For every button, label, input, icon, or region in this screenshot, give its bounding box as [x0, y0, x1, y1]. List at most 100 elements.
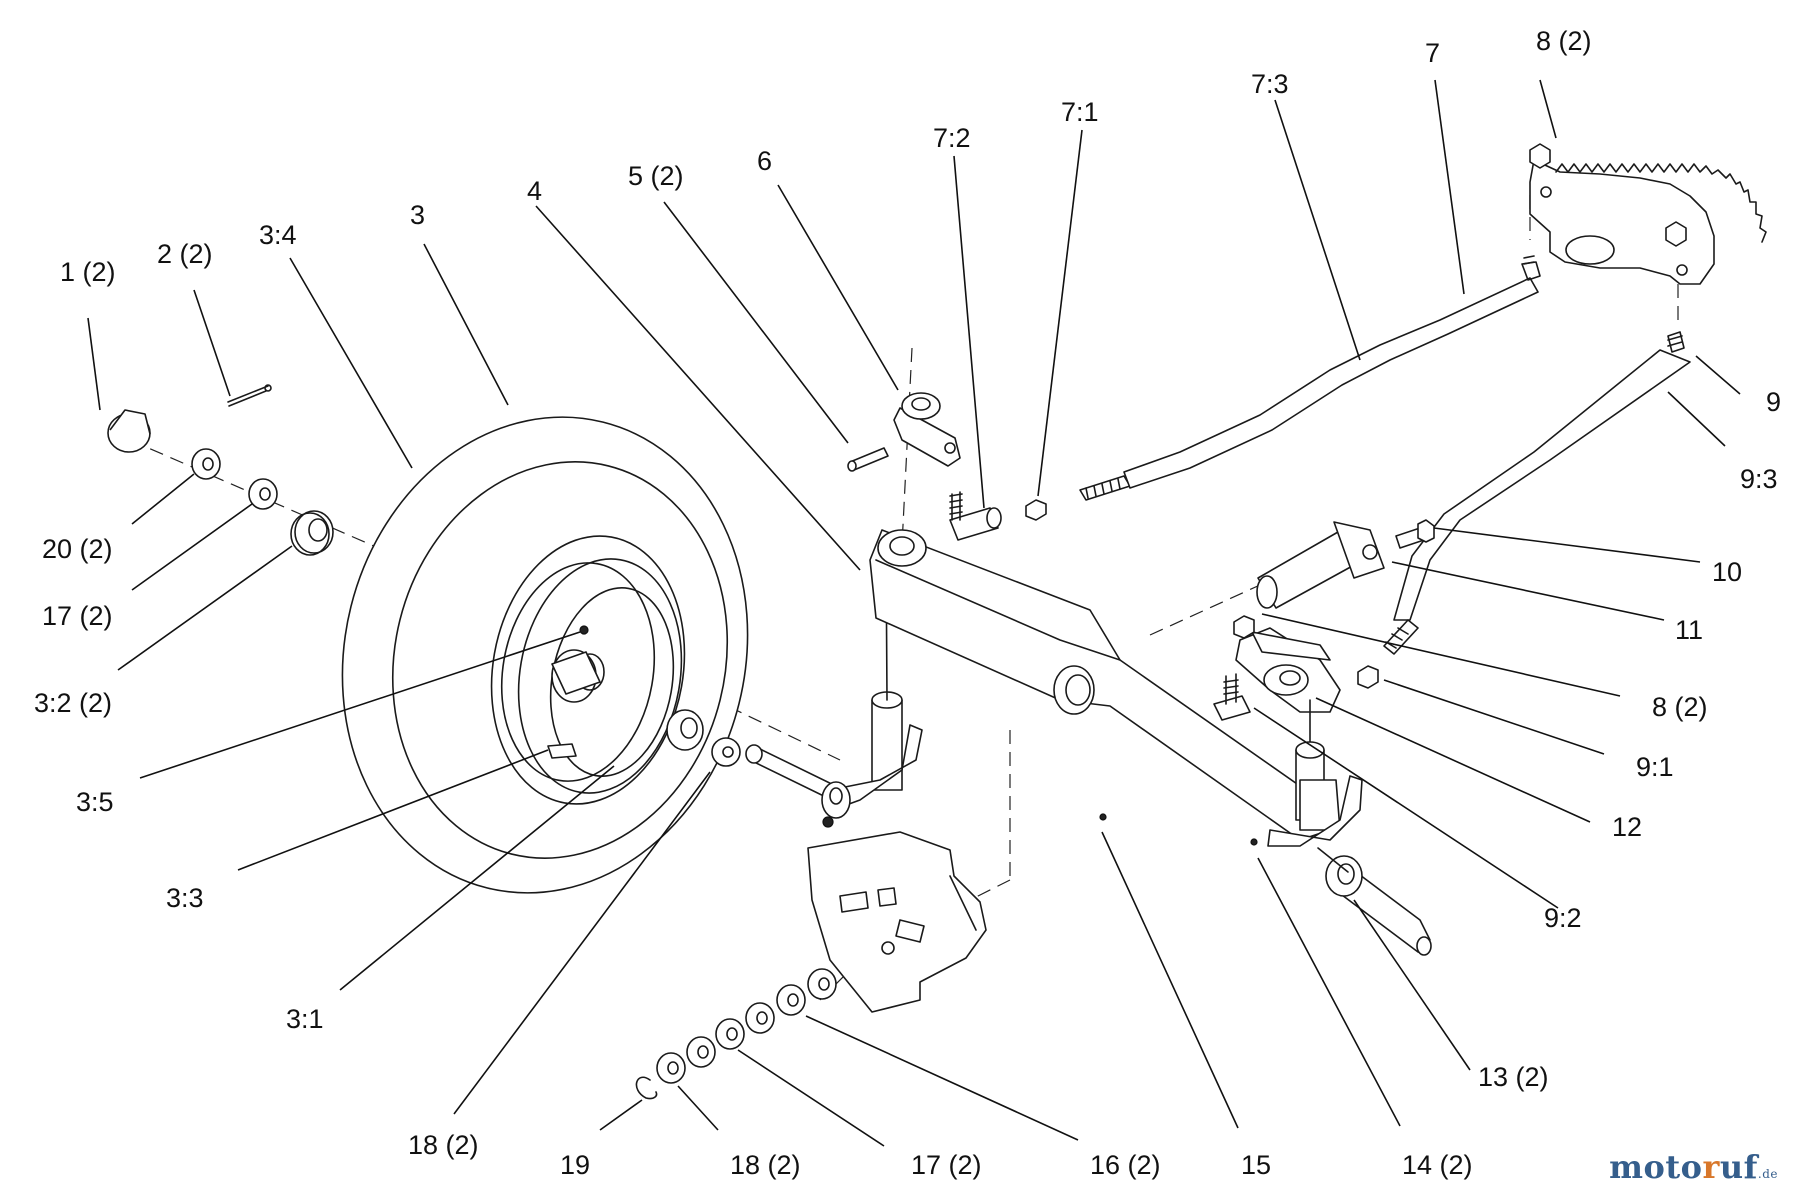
ball-joint-7-2: [949, 507, 999, 541]
label-3-3: 3:3: [166, 883, 204, 913]
tie-rod-body: [1123, 277, 1539, 489]
label-7: 7: [1425, 38, 1440, 68]
label-17a: 17 (2): [42, 601, 113, 631]
right-spindle-tube: [1299, 779, 1341, 831]
label-14: 14 (2): [1402, 1150, 1473, 1180]
right-spindle-arm: [1267, 775, 1363, 847]
label-11: 11: [1675, 615, 1703, 645]
gear-bore: [1565, 235, 1615, 265]
washer-axle: [711, 737, 741, 767]
logo-suffix: .de: [1757, 1167, 1778, 1181]
label-7-3: 7:3: [1251, 69, 1289, 99]
washer-17-b: [715, 1018, 745, 1050]
label-9-2: 9:2: [1544, 903, 1582, 933]
washer-17-a: [745, 1002, 775, 1034]
tire-outer: [341, 416, 749, 894]
logo-part-3: uf: [1719, 1148, 1758, 1186]
label-8-top: 8 (2): [1536, 26, 1592, 56]
label-6: 6: [757, 146, 772, 176]
label-7-2: 7:2: [933, 123, 971, 153]
arm-6-body: [893, 407, 961, 467]
e-clip-19: [635, 1076, 658, 1100]
nut-8: [1233, 615, 1255, 639]
stud-9: [1667, 331, 1685, 353]
bracket-plate: [807, 831, 987, 1013]
label-2: 2 (2): [157, 239, 213, 269]
axle-beam-4: [869, 529, 1331, 841]
washer-18-b: [656, 1052, 686, 1084]
tie-rod-7: [1079, 255, 1541, 501]
steering-arm-6: [847, 392, 1047, 541]
nut-9-1: [1357, 665, 1379, 689]
label-9-1: 9:1: [1636, 752, 1674, 782]
grease-fitting: [579, 625, 589, 635]
rod-end-bolt: [1521, 261, 1541, 281]
arm-12-boss: [1263, 664, 1309, 696]
wheel-assembly: [341, 416, 749, 894]
nut-8-top-a: [1529, 143, 1551, 169]
hub-cap-group: [107, 384, 334, 556]
cotter-pin-b: [228, 390, 267, 407]
bracket-slot-b: [895, 919, 925, 943]
label-3: 3: [410, 200, 425, 230]
nut-8-top-b: [1665, 221, 1687, 247]
label-12: 12: [1612, 812, 1642, 842]
washer-stack: [635, 968, 837, 1100]
nut-7-1: [1025, 499, 1047, 521]
label-15: 15: [1241, 1150, 1271, 1180]
label-9-3: 9:3: [1740, 464, 1778, 494]
label-3-2: 3:2 (2): [34, 688, 112, 718]
label-1: 1 (2): [60, 257, 116, 287]
beam-left-boss: [877, 529, 927, 567]
right-spindle: [1250, 699, 1432, 956]
stud-9-2: [1213, 695, 1251, 721]
leader-lines: [87, 79, 1741, 1147]
rim-outer: [490, 535, 686, 805]
label-18b: 18 (2): [730, 1150, 801, 1180]
washer-17: [248, 478, 278, 510]
label-13: 13 (2): [1478, 1062, 1549, 1092]
label-3-5: 3:5: [76, 787, 114, 817]
drag-link-body: [1393, 349, 1691, 621]
label-9: 9: [1766, 387, 1781, 417]
grease-fitting-14: [1250, 838, 1258, 846]
cotter-pin: [227, 385, 269, 403]
bracket-hole: [881, 941, 895, 955]
drag-link-9: [1357, 331, 1691, 689]
hub-cap-top: [109, 409, 151, 435]
arm-12-plate: [1251, 631, 1331, 661]
label-3-1: 3:1: [286, 1004, 324, 1034]
bracket-slots: [839, 887, 897, 913]
left-spindle: [745, 539, 923, 828]
label-17b: 17 (2): [911, 1150, 982, 1180]
right-steering-arm: [1213, 615, 1341, 721]
tire-inner: [391, 461, 729, 859]
part-labels: 1 (2) 2 (2) 3:4 3 4 5 (2) 6 7:2 7:1 7:3 …: [34, 26, 1781, 1180]
valve-stem: [547, 743, 577, 759]
grease-fitting-15: [1099, 813, 1107, 821]
label-4: 4: [527, 176, 542, 206]
label-19: 19: [560, 1150, 590, 1180]
label-3-4: 3:4: [259, 220, 297, 250]
watermark-logo: motoruf.de: [1609, 1148, 1778, 1186]
right-bushing: [1325, 855, 1363, 897]
logo-part-1: moto: [1609, 1148, 1703, 1186]
washer-18-a: [686, 1036, 716, 1068]
pivot-bolt-11: [1256, 519, 1435, 609]
pivot-end: [1256, 575, 1278, 609]
gear-teeth: [1555, 163, 1767, 243]
gear-plate: [1529, 159, 1715, 285]
logo-part-2: r: [1702, 1148, 1720, 1186]
label-7-1: 7:1: [1061, 97, 1099, 127]
washer-20: [191, 448, 221, 480]
axle-spacers: [666, 709, 741, 767]
sector-gear: [1529, 143, 1767, 285]
label-20: 20 (2): [42, 534, 113, 564]
pivot-flange: [1333, 521, 1385, 579]
bracket-body: [807, 831, 987, 1013]
hub-body: [551, 651, 601, 695]
beam-pivot: [1053, 665, 1095, 715]
rim-3-1: [517, 558, 683, 794]
beam-edge: [875, 559, 1121, 661]
